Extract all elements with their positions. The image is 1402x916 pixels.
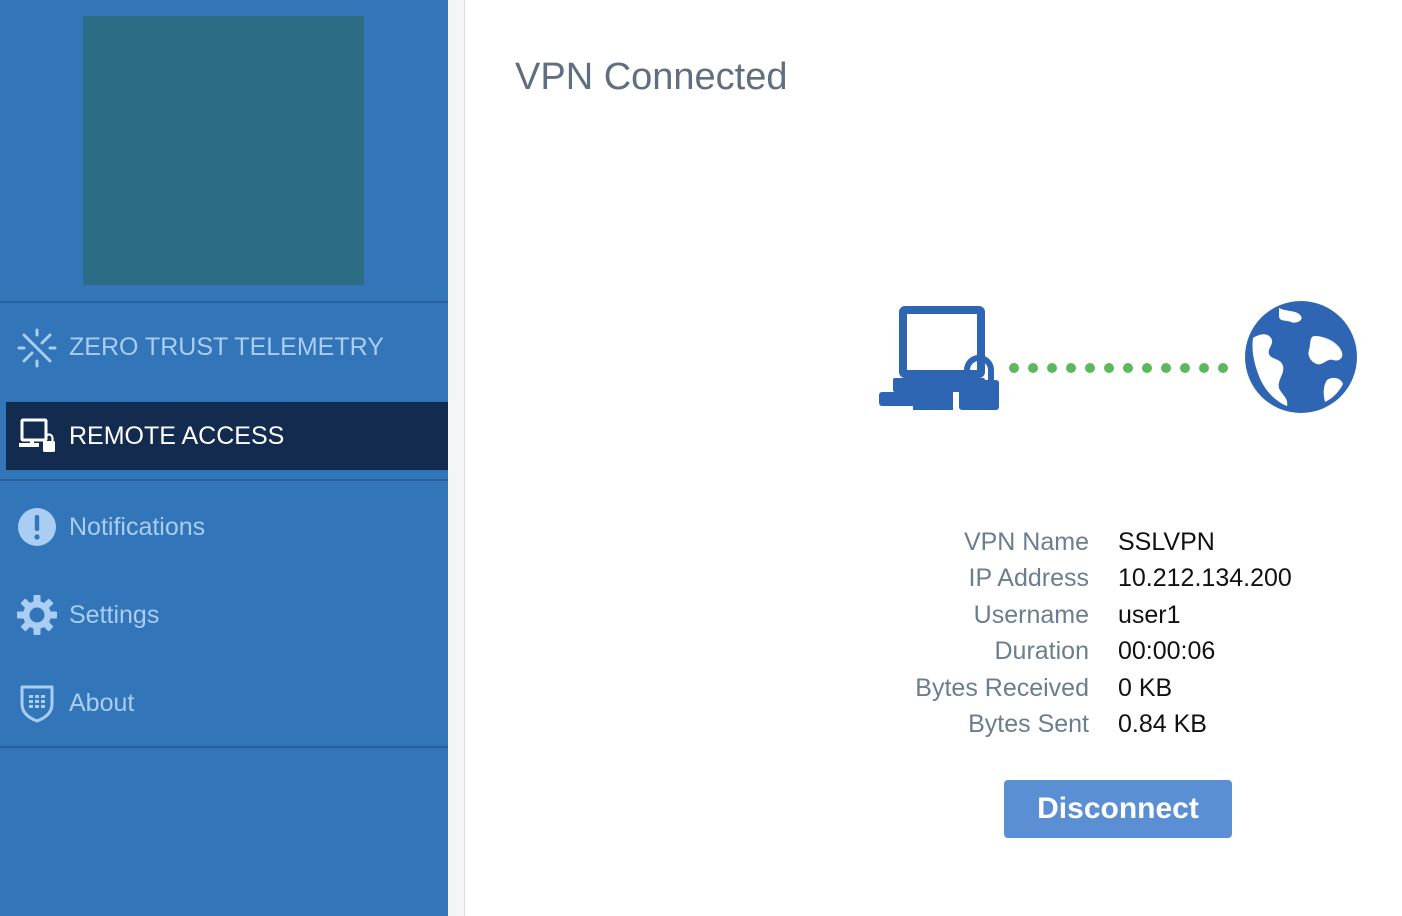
zero-trust-icon bbox=[16, 327, 58, 369]
sidebar-item-zero-trust-telemetry[interactable]: ZERO TRUST TELEMETRY bbox=[0, 320, 448, 376]
sidebar-item-label: REMOTE ACCESS bbox=[69, 422, 285, 450]
sidebar-item-label: ZERO TRUST TELEMETRY bbox=[69, 333, 384, 361]
sidebar-item-remote-access[interactable]: REMOTE ACCESS bbox=[0, 402, 448, 470]
sidebar-item-label: About bbox=[69, 689, 135, 717]
info-row-username: Username user1 bbox=[855, 601, 1355, 637]
ip-address-label: IP Address bbox=[968, 564, 1089, 593]
vpn-name-label: VPN Name bbox=[963, 528, 1089, 556]
shield-icon bbox=[16, 682, 58, 724]
username-label: Username bbox=[973, 600, 1089, 629]
bytes-sent-value: 0.84 KB bbox=[1118, 709, 1207, 738]
sidebar: ZERO TRUST TELEMETRY REMOTE ACCESS bbox=[0, 0, 448, 916]
duration-label: Duration bbox=[994, 637, 1090, 666]
panel-gutter bbox=[448, 0, 464, 916]
sidebar-divider bbox=[0, 479, 448, 481]
sidebar-item-label: Notifications bbox=[69, 513, 206, 541]
bytes-received-label: Bytes Received bbox=[915, 673, 1089, 702]
info-row-vpn-name: VPN Name SSLVPN bbox=[855, 528, 1355, 564]
info-row-ip-address: IP Address 10.212.134.200 bbox=[855, 564, 1355, 600]
main-panel: VPN Connected bbox=[464, 0, 1402, 916]
info-row-duration: Duration 00:00:06 bbox=[855, 637, 1355, 673]
sidebar-item-label: Settings bbox=[69, 601, 160, 629]
sidebar-divider bbox=[0, 301, 448, 303]
username-value: user1 bbox=[1118, 600, 1181, 629]
connection-link-dots bbox=[1009, 363, 1228, 373]
remote-access-icon bbox=[16, 415, 58, 457]
sidebar-item-notifications[interactable]: Notifications bbox=[0, 500, 448, 556]
bytes-received-value: 0 KB bbox=[1118, 673, 1173, 702]
globe-icon bbox=[1245, 301, 1357, 413]
connection-info: VPN Name SSLVPN IP Address 10.212.134.20… bbox=[855, 528, 1355, 746]
sidebar-divider bbox=[0, 746, 448, 748]
connection-illustration bbox=[879, 301, 1357, 413]
computer-lock-icon bbox=[879, 306, 999, 410]
logo bbox=[83, 16, 364, 285]
info-row-bytes-received: Bytes Received 0 KB bbox=[855, 674, 1355, 710]
sidebar-item-settings[interactable]: Settings bbox=[0, 588, 448, 644]
vpn-name-value: SSLVPN bbox=[1118, 528, 1215, 556]
active-indicator bbox=[0, 402, 6, 470]
sidebar-item-about[interactable]: About bbox=[0, 676, 448, 732]
duration-value: 00:00:06 bbox=[1118, 637, 1216, 666]
ip-address-value: 10.212.134.200 bbox=[1118, 564, 1292, 593]
alert-icon bbox=[16, 506, 58, 548]
disconnect-button[interactable]: Disconnect bbox=[1004, 780, 1232, 838]
page-title: VPN Connected bbox=[515, 56, 788, 98]
info-row-bytes-sent: Bytes Sent 0.84 KB bbox=[855, 710, 1355, 746]
bytes-sent-label: Bytes Sent bbox=[968, 709, 1089, 738]
gear-icon bbox=[16, 594, 58, 636]
